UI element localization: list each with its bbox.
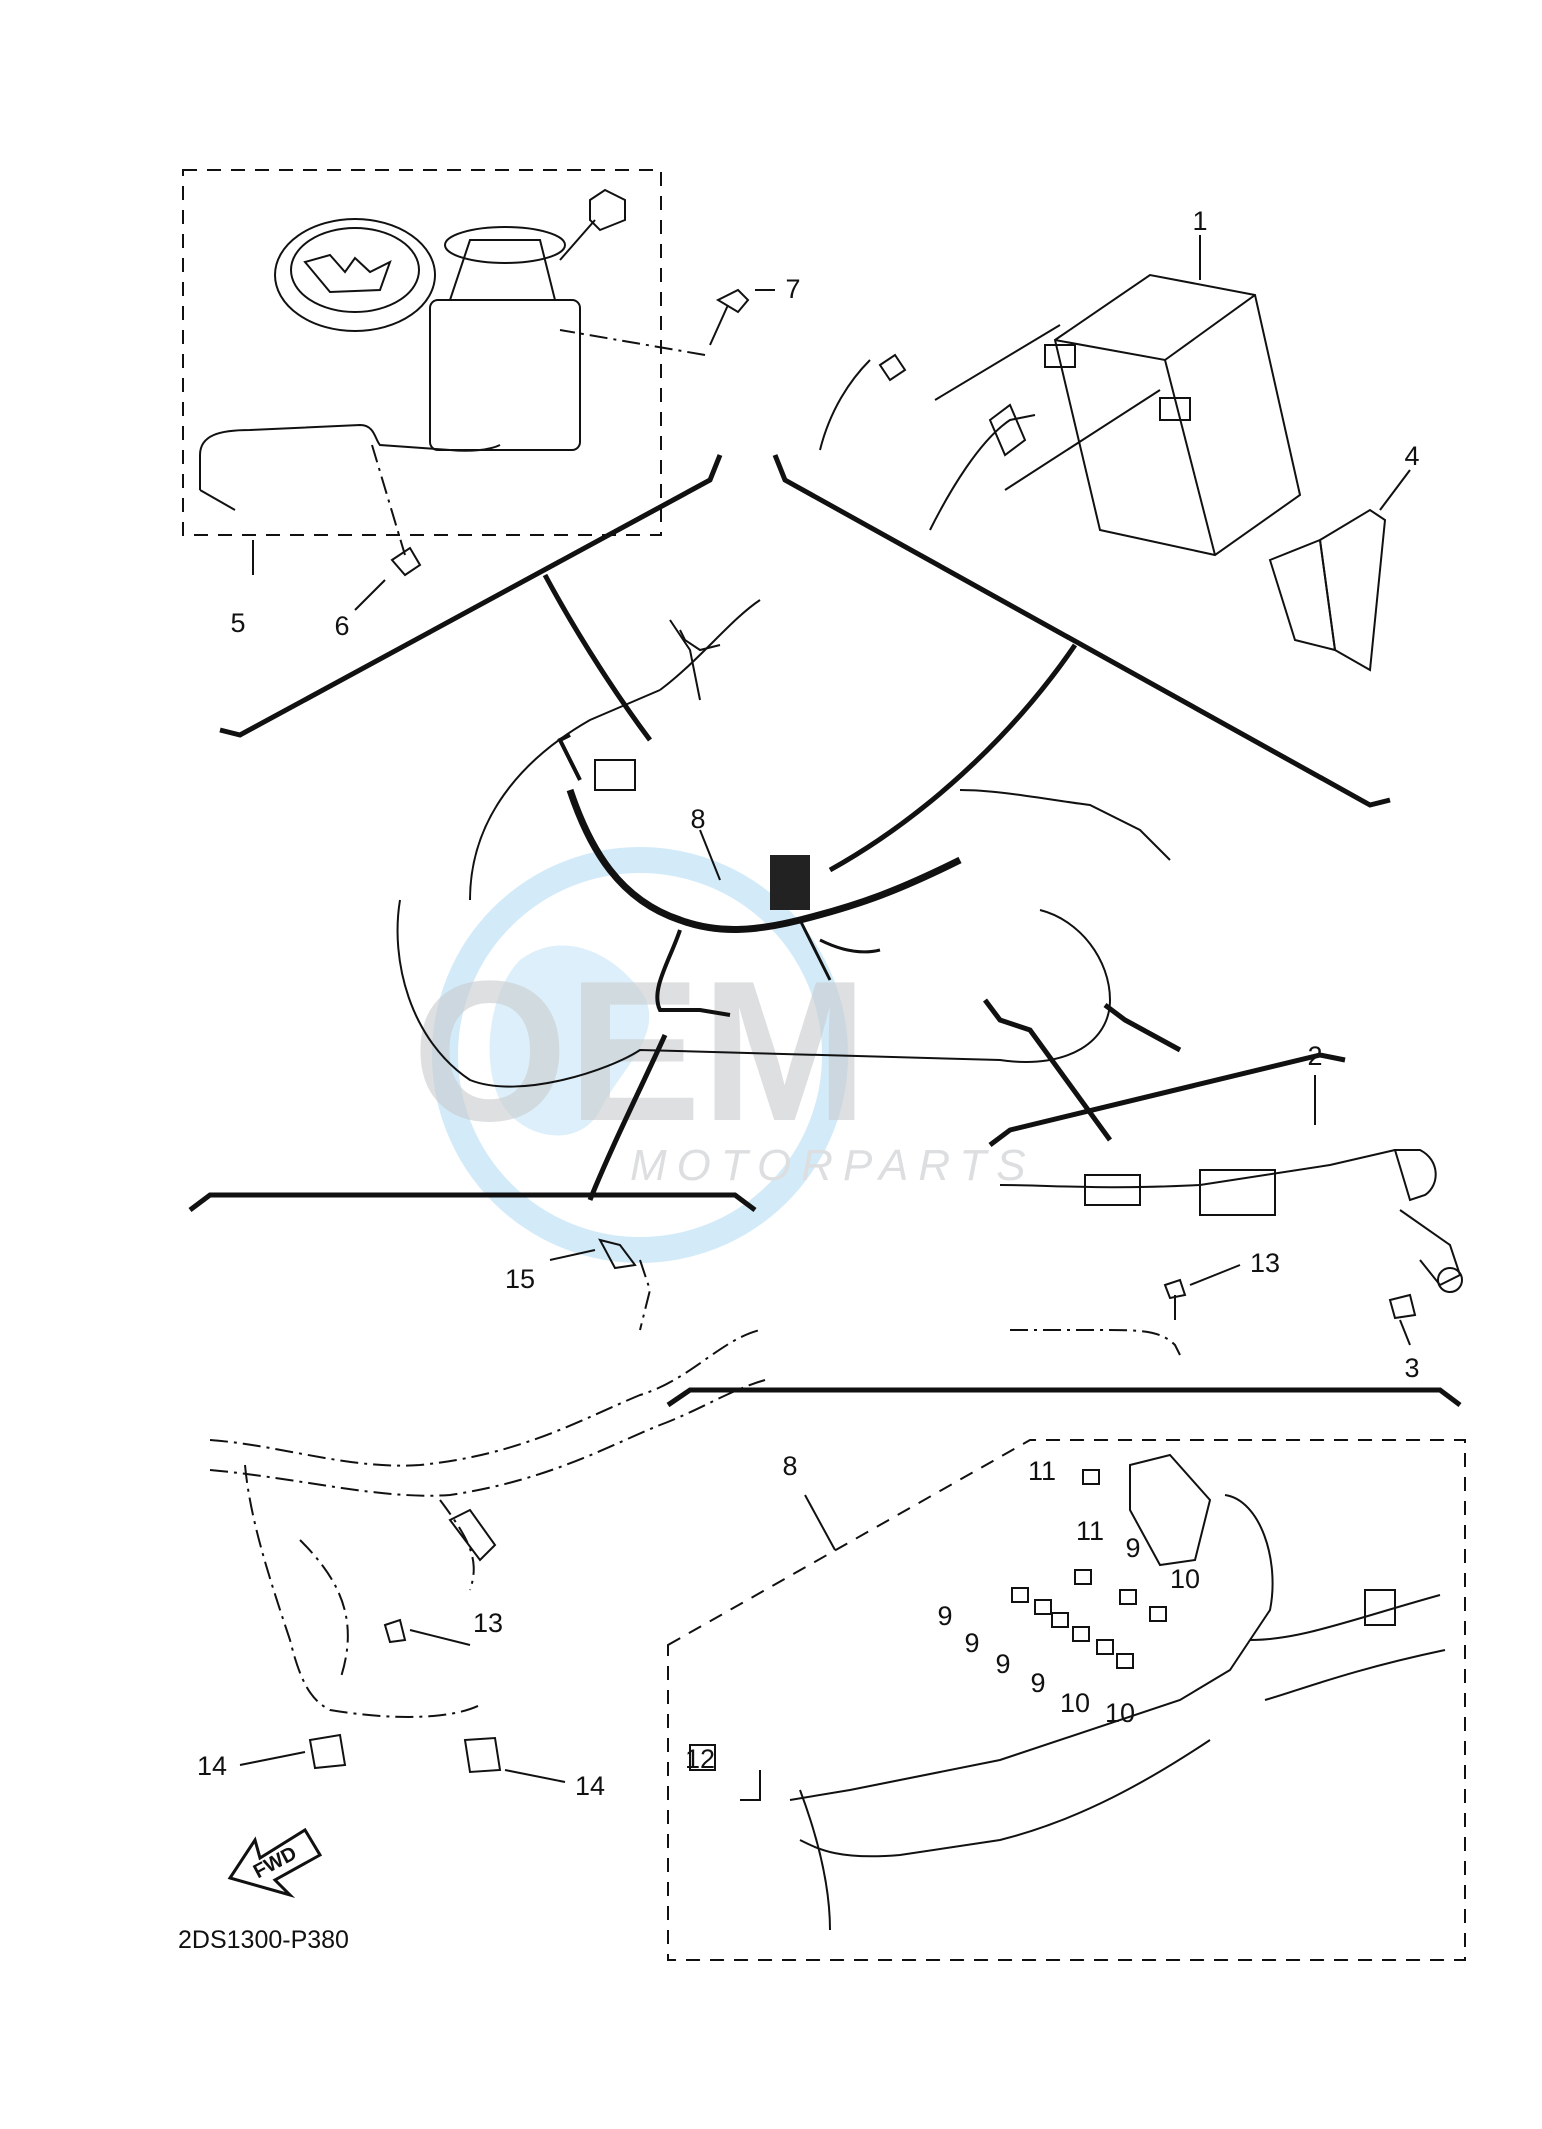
motorcycle-outline xyxy=(396,599,1171,1088)
callout-11-a: 11 xyxy=(1028,1456,1056,1486)
view-brackets xyxy=(188,454,1462,1408)
callout-5: 5 xyxy=(230,608,245,638)
battery-assembly xyxy=(819,235,1411,672)
callout-2: 2 xyxy=(1307,1041,1322,1071)
fuse-box-assembly xyxy=(667,1439,1466,1961)
callout-9-e: 9 xyxy=(1030,1668,1045,1698)
callout-8-bottom: 8 xyxy=(782,1451,797,1481)
callout-labels: 1 2 3 4 5 6 7 8 8 9 9 9 9 9 10 10 10 11 … xyxy=(197,206,1420,1801)
callout-8-top: 8 xyxy=(690,804,705,834)
callout-12: 12 xyxy=(685,1744,715,1774)
main-wire-harness xyxy=(557,733,962,1017)
callout-10-c: 10 xyxy=(1105,1698,1135,1728)
callout-15: 15 xyxy=(505,1264,535,1294)
callout-14-left: 14 xyxy=(197,1751,227,1781)
callout-4: 4 xyxy=(1404,441,1419,471)
callout-7: 7 xyxy=(785,274,800,304)
callout-3: 3 xyxy=(1404,1353,1419,1383)
callout-1: 1 xyxy=(1192,206,1207,236)
sub-harness-assembly xyxy=(209,1238,766,1783)
watermark-subtitle: MOTORPARTS xyxy=(630,1141,1036,1190)
watermark-logo: OEM MOTORPARTS xyxy=(412,847,1036,1263)
callout-10-a: 10 xyxy=(1170,1564,1200,1594)
callout-9-d: 9 xyxy=(995,1649,1010,1679)
callout-9-b: 9 xyxy=(937,1601,952,1631)
callout-9-a: 9 xyxy=(1125,1533,1140,1563)
callout-11-b: 11 xyxy=(1076,1516,1104,1546)
callout-6: 6 xyxy=(334,611,349,641)
callout-13-top: 13 xyxy=(1250,1248,1280,1278)
ignition-lock-assembly xyxy=(182,169,775,611)
callout-9-c: 9 xyxy=(964,1628,979,1658)
callout-13-bottom: 13 xyxy=(473,1608,503,1638)
watermark-brand: OEM xyxy=(412,940,868,1163)
battery-lead-assembly xyxy=(999,1075,1463,1356)
callout-10-b: 10 xyxy=(1060,1688,1090,1718)
forward-direction-arrow: FWD xyxy=(227,1827,323,1899)
callout-14-right: 14 xyxy=(575,1771,605,1801)
diagram-code: 2DS1300-P380 xyxy=(178,1926,349,1954)
